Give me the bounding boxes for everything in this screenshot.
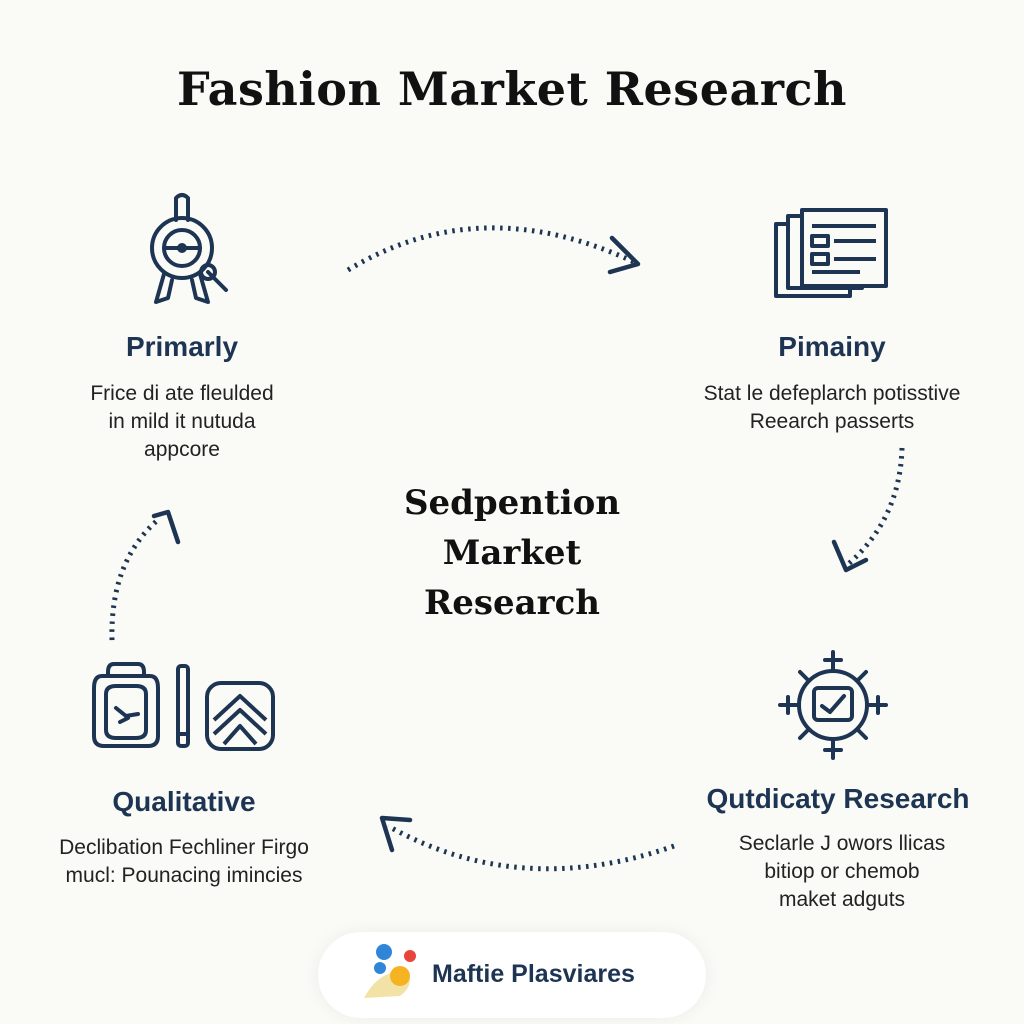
ruler-icon <box>176 664 190 748</box>
brand-logo-icon <box>364 944 416 998</box>
center-label: Sedpention Market Research <box>362 478 662 628</box>
backpack-icon <box>92 662 160 748</box>
fabric-pattern-icon <box>205 681 275 751</box>
desc-line: Declibation Fechliner Firgo <box>59 836 309 859</box>
node-desc-bottom-right: Seclarle J owors llicas bitiop or chemob… <box>692 830 992 914</box>
desc-line: mucl: Pounacing imincies <box>65 864 303 887</box>
node-title-bottom-left: Qualitative <box>112 786 256 817</box>
brand-name: Maftie Plasviares <box>432 960 635 988</box>
arrow-left-head <box>151 509 181 545</box>
node-desc-top-left: Frice di ate fleulded in mild it nutuda … <box>42 380 322 464</box>
arrow-bottom <box>386 823 675 872</box>
node-title-bottom-right: Qutdicaty Research <box>706 783 970 814</box>
arrow-right-head <box>831 539 869 573</box>
magnifier-badge-icon <box>150 193 228 304</box>
center-label-line: Sedpention <box>403 483 621 523</box>
desc-line: appcore <box>144 438 220 461</box>
desc-line: maket adguts <box>778 888 906 911</box>
arrow-top-head <box>607 235 641 275</box>
desc-line: Stat le defeplarch potisstive <box>703 382 961 405</box>
node-title-top-right: Pimainy <box>778 331 886 362</box>
arrow-top <box>346 225 636 273</box>
desc-line: Frice di ate fleulded <box>90 382 274 405</box>
arrow-right <box>844 447 905 568</box>
desc-line: Seclarle J owors llicas <box>738 832 946 855</box>
documents-icon <box>774 208 888 298</box>
page-title: Fashion Market Research <box>177 62 847 116</box>
center-label-line: Market <box>442 533 582 573</box>
node-desc-top-right: Stat le defeplarch potisstive Reearch pa… <box>672 380 992 436</box>
node-desc-bottom-left: Declibation Fechliner Firgo mucl: Pounac… <box>34 834 334 890</box>
desc-line: bitiop or chemob <box>764 860 920 883</box>
node-title-top-left: Primarly <box>125 331 239 362</box>
desc-line: in mild it nutuda <box>108 410 256 433</box>
arrow-left <box>109 516 162 641</box>
center-label-line: Research <box>423 583 601 623</box>
gear-target-icon <box>778 650 888 760</box>
arrow-bottom-head <box>379 815 413 853</box>
desc-line: Reearch passerts <box>749 410 915 433</box>
